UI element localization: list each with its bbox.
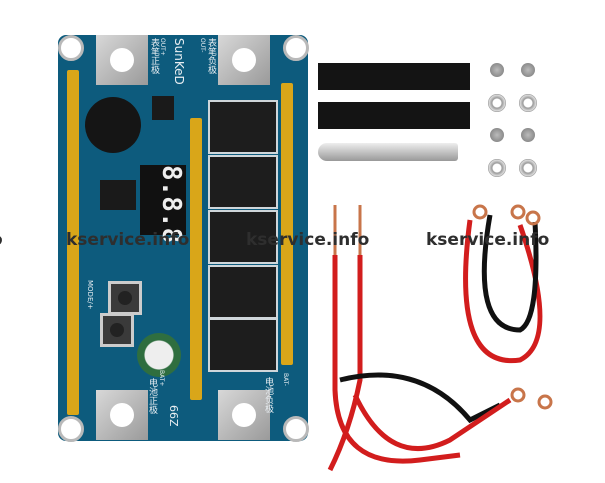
bat-pos-tag: BAT+ xyxy=(158,370,165,387)
mosfet xyxy=(208,210,278,264)
copper-busbar xyxy=(67,70,79,415)
screw xyxy=(521,128,535,142)
watermark: kservice.info xyxy=(66,230,190,250)
red-pen-cable xyxy=(332,255,461,464)
chip xyxy=(152,96,174,120)
watermark-partial: o xyxy=(0,230,3,250)
red-pen-cable xyxy=(327,255,363,472)
bat-neg-label: 电池负极 xyxy=(263,377,273,413)
washer xyxy=(519,94,537,112)
washer xyxy=(488,159,506,177)
buzzer xyxy=(85,97,141,153)
washer xyxy=(519,159,537,177)
mount-hole xyxy=(58,35,84,61)
ring-terminal xyxy=(525,210,541,226)
metal-clip xyxy=(318,143,458,161)
screw xyxy=(490,63,504,77)
capacitor xyxy=(137,333,181,377)
bat-negative-pad xyxy=(218,390,270,440)
seven-segment-display: 8.8.8 xyxy=(140,165,186,243)
mount-hole xyxy=(58,416,84,442)
brand-label: SunKeD xyxy=(172,38,186,85)
copper-busbar xyxy=(190,118,202,400)
out-pos-tag: OUT+ xyxy=(159,38,166,56)
microcontroller-chip xyxy=(100,180,136,210)
ring-terminal xyxy=(510,204,526,220)
washer xyxy=(488,94,506,112)
out-neg-label: 表笔负极 xyxy=(206,38,216,74)
out-neg-tag: OUT- xyxy=(199,38,206,53)
velcro-strip xyxy=(318,63,470,90)
velcro-strip xyxy=(318,102,470,129)
out-pos-label: 表笔正极 xyxy=(149,38,159,74)
mode-label: MODE/+ xyxy=(86,280,94,310)
watermark: kservice.info xyxy=(426,230,550,250)
out-positive-pad xyxy=(96,35,148,85)
minus-button xyxy=(100,313,134,347)
out-negative-pad xyxy=(218,35,270,85)
ring-terminal xyxy=(472,204,488,220)
bat-positive-pad xyxy=(96,390,148,440)
watermark: kservice.info xyxy=(246,230,370,250)
ring-terminal xyxy=(510,387,526,403)
black-cable xyxy=(339,372,502,424)
red-cable xyxy=(352,393,512,451)
screw xyxy=(490,128,504,142)
ring-terminal xyxy=(537,394,553,410)
mosfet xyxy=(208,265,278,319)
copper-busbar xyxy=(281,83,293,365)
bat-pos-label: 电池正极 xyxy=(147,378,157,414)
mosfet xyxy=(208,100,278,154)
mount-hole xyxy=(283,416,309,442)
mount-hole xyxy=(283,35,309,61)
bat-neg-tag: BAT- xyxy=(282,373,289,387)
red-cable xyxy=(463,219,543,364)
mosfet xyxy=(208,318,278,372)
black-cable xyxy=(481,214,539,333)
mode-button xyxy=(108,281,142,315)
mosfet xyxy=(208,155,278,209)
screw xyxy=(521,63,535,77)
